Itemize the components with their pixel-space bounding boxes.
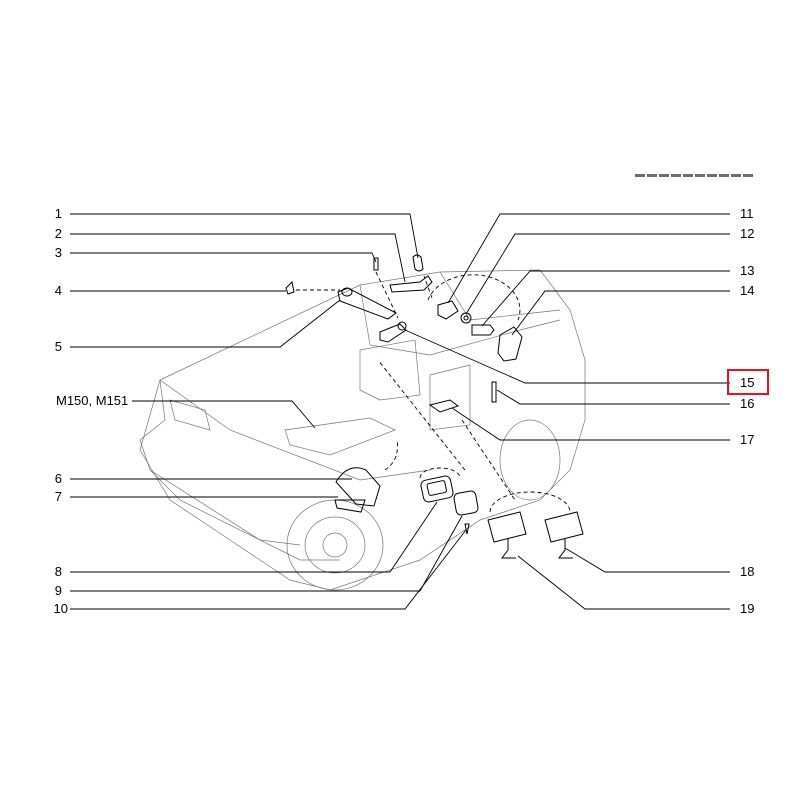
parts <box>285 254 584 559</box>
callout-2: 2 <box>54 226 62 241</box>
callout-10: 10 <box>53 601 68 616</box>
callout-3: 3 <box>54 245 62 260</box>
highlight-box-15 <box>727 369 769 395</box>
callout-1: 1 <box>54 206 62 221</box>
callout-17: 17 <box>740 432 755 447</box>
callout-13: 13 <box>740 263 755 278</box>
callout-m150-m151: M150, M151 <box>56 393 129 408</box>
callout-14: 14 <box>740 283 755 298</box>
leader-lines <box>70 213 730 610</box>
callout-8: 8 <box>54 564 62 579</box>
callout-18: 18 <box>740 564 755 579</box>
callout-15: 15 <box>740 375 755 390</box>
callout-4: 4 <box>54 283 62 298</box>
callout-6: 6 <box>54 471 62 486</box>
vehicle-outline <box>139 269 586 591</box>
callout-11: 11 <box>740 206 754 221</box>
callout-5: 5 <box>54 339 62 354</box>
callout-16: 16 <box>740 396 755 411</box>
callout-19: 19 <box>740 601 755 616</box>
callout-7: 7 <box>54 489 62 504</box>
callout-12: 12 <box>740 226 755 241</box>
callout-9: 9 <box>54 583 62 598</box>
header-reference-text <box>635 174 755 177</box>
assembly-arrows <box>296 271 571 513</box>
